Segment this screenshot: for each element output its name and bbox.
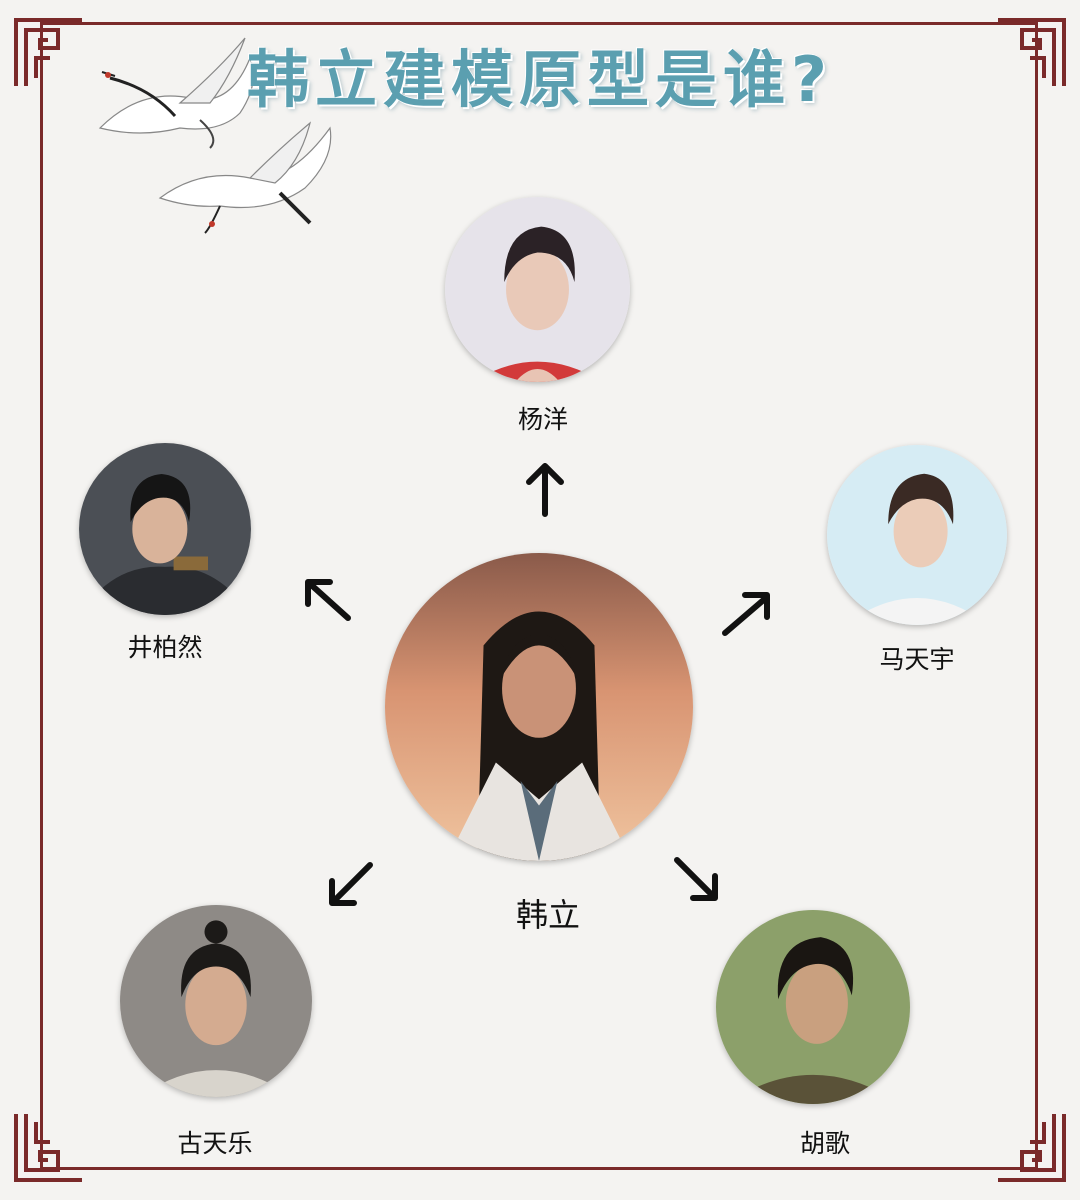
center-portrait (385, 553, 693, 861)
portrait-jing-boran (79, 443, 251, 615)
name-jing-boran: 井柏然 (127, 633, 203, 662)
corner-ornament-top-left (14, 18, 82, 86)
arrow-icon (305, 579, 351, 621)
portrait-ma-tianyu (827, 445, 1007, 625)
center-name: 韩立 (515, 896, 580, 934)
arrow-icon (674, 857, 718, 901)
portrait-gu-tianle (120, 905, 312, 1097)
name-gu-tianle: 古天乐 (177, 1129, 253, 1158)
name-hu-ge: 胡歌 (799, 1129, 850, 1158)
portrait-hu-ge (716, 910, 910, 1104)
corner-ornament-bottom-left (14, 1114, 82, 1182)
crane-upper (98, 37, 254, 149)
corner-ornament-bottom-right (998, 1114, 1066, 1182)
arrow-icon (329, 862, 373, 906)
crane-illustration (98, 37, 332, 234)
border-frame (40, 22, 1038, 1170)
portrait-yang-yang (445, 197, 630, 382)
arrow-icon (722, 592, 770, 636)
page-title: 韩立建模原型是谁? (247, 43, 833, 116)
name-ma-tianyu: 马天宇 (879, 645, 955, 674)
crane-lower (158, 121, 332, 234)
arrow-icon (526, 463, 564, 517)
name-yang-yang: 杨洋 (517, 405, 568, 434)
corner-ornament-top-right (998, 18, 1066, 86)
